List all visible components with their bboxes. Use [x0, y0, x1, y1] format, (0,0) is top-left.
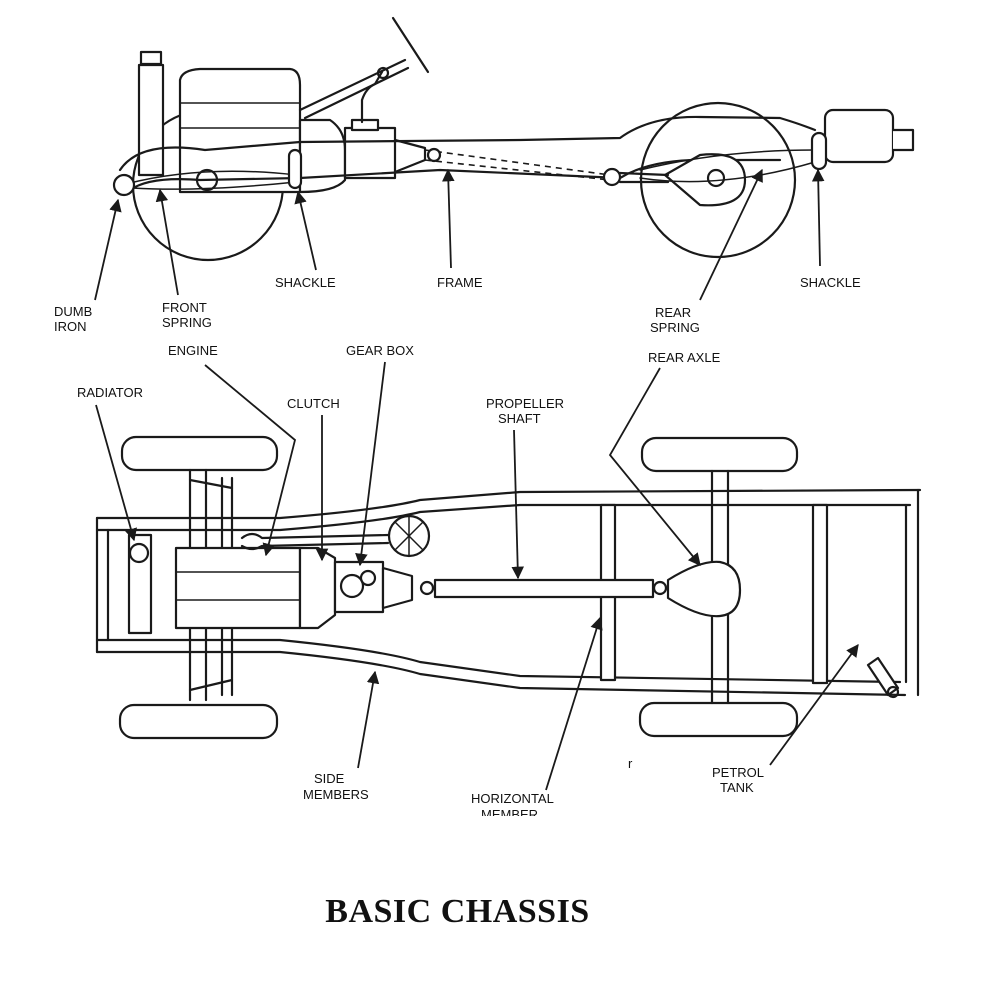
stray-mark: r: [628, 756, 633, 771]
label-petrol-tank-1: PETROL: [712, 765, 764, 780]
label-dumb-iron-1: DUMB: [54, 304, 92, 319]
frame-side: [118, 115, 817, 192]
label-petrol-tank-2: TANK: [720, 780, 754, 795]
side-members-plan: [95, 488, 922, 697]
label-front-spring-1: FRONT: [162, 300, 207, 315]
rear-wheel: [639, 101, 797, 259]
label-clutch: CLUTCH: [287, 396, 340, 411]
radiator-side: [137, 50, 165, 177]
dumb-iron-eye: [112, 173, 136, 197]
label-rear-spring-1: REAR: [655, 305, 691, 320]
rear-tyre-left: [640, 436, 799, 473]
label-gear-box: GEAR BOX: [346, 343, 414, 358]
petrol-filler-plan: [866, 656, 900, 699]
label-dumb-iron-2: IRON: [54, 319, 87, 334]
differential-plan: [666, 560, 742, 618]
label-rear-axle: REAR AXLE: [648, 350, 721, 365]
label-horizontal-member-1: HORIZONTAL: [471, 791, 554, 806]
engine-side: [178, 67, 302, 194]
label-frame: FRAME: [437, 275, 483, 290]
front-tyre-right: [118, 703, 279, 740]
rear-spring-side: [639, 149, 816, 171]
front-tyre-left: [120, 435, 279, 472]
steering-plan: [240, 514, 431, 558]
label-engine: ENGINE: [168, 343, 218, 358]
label-side-members-1: SIDE: [314, 771, 345, 786]
label-propeller-shaft-2: SHAFT: [498, 411, 541, 426]
label-radiator: RADIATOR: [77, 385, 143, 400]
label-rear-spring-2: SPRING: [650, 320, 700, 335]
shackle-front-part: [287, 148, 303, 190]
gearbox-side: [343, 118, 427, 180]
side-view: DUMB IRON FRONT SPRING SHACKLE FRAME REA…: [54, 16, 915, 335]
figure-crop-mask: [0, 816, 1000, 886]
label-side-members-2: MEMBERS: [303, 787, 369, 802]
rear-axle-side: [618, 153, 747, 207]
engine-plan: [174, 546, 302, 630]
plan-view: r ENGINE GEAR BOX REAR AXLE RADIATOR CLU…: [77, 343, 922, 822]
clutch-plan: [298, 546, 337, 630]
shackle-rear-part: [810, 131, 828, 171]
label-shackle-front: SHACKLE: [275, 275, 336, 290]
propeller-shaft-plan: [419, 578, 668, 599]
gearbox-plan: [333, 560, 414, 614]
label-front-spring-2: SPRING: [162, 315, 212, 330]
steering-side: [298, 16, 430, 120]
radiator-plan: [127, 533, 153, 635]
front-spring-side: [121, 170, 297, 186]
propeller-shaft-side: [424, 149, 611, 176]
diagram-title: BASIC CHASSIS: [325, 893, 590, 930]
label-propeller-shaft-1: PROPELLER: [486, 396, 564, 411]
rear-tank-side: [823, 108, 915, 164]
rear-tyre-right: [638, 701, 799, 738]
clutch-housing-side: [298, 118, 347, 194]
label-shackle-rear: SHACKLE: [800, 275, 861, 290]
